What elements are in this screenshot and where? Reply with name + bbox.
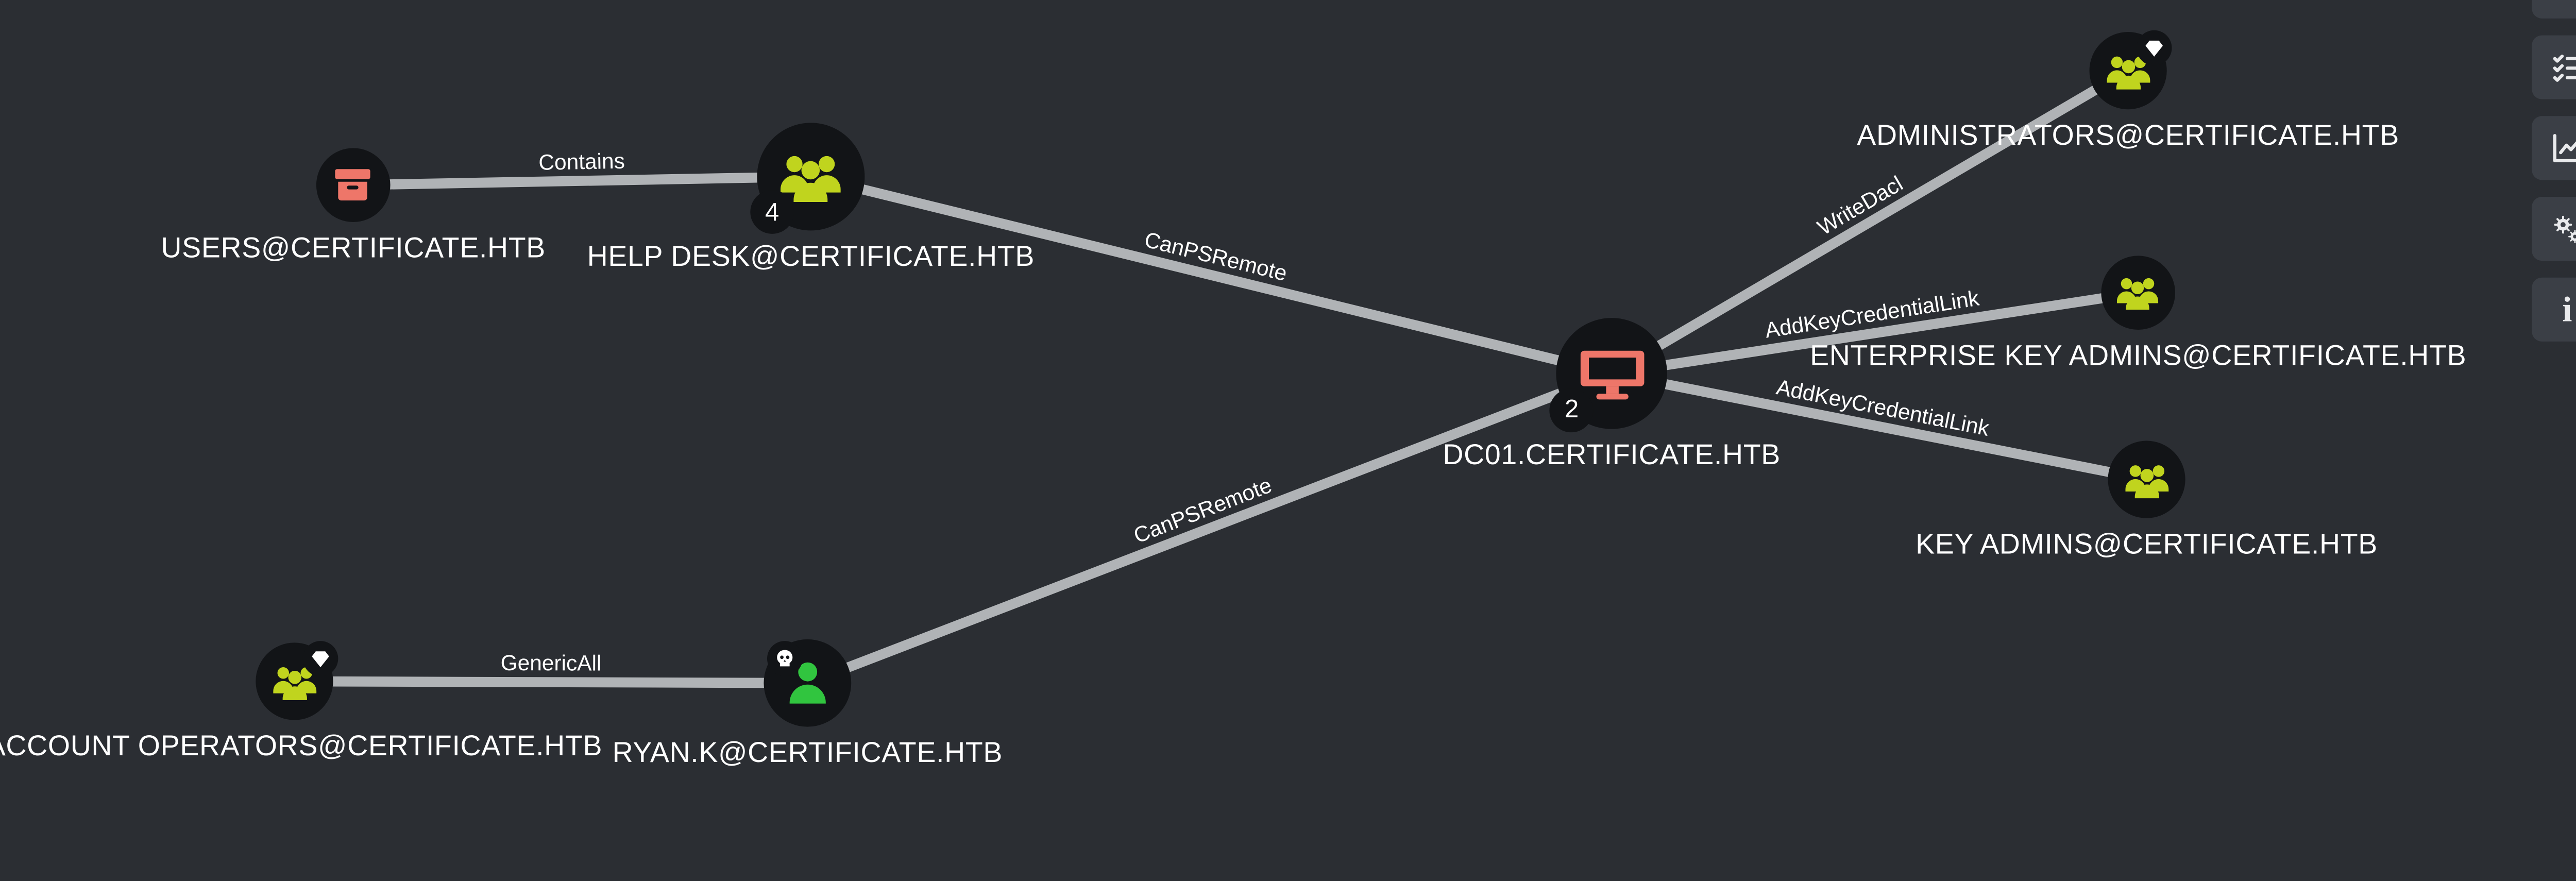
node-label: ENTERPRISE KEY ADMINS@CERTIFICATE.HTB: [1810, 340, 2467, 372]
node-label: DC01.CERTIFICATE.HTB: [1443, 439, 1781, 471]
node-count-badge: 4: [750, 190, 794, 234]
right-toolbar: i: [2532, 0, 2576, 342]
settings-button[interactable]: [2532, 197, 2576, 261]
node-label: RYAN.K@CERTIFICATE.HTB: [612, 737, 1003, 769]
node-label: KEY ADMINS@CERTIFICATE.HTB: [1916, 528, 2378, 561]
graph-edge-users-help-desk[interactable]: [348, 172, 816, 190]
container-icon: [316, 148, 391, 223]
group-icon: [2108, 440, 2185, 518]
info-button[interactable]: i: [2532, 277, 2576, 342]
edge-label[interactable]: Contains: [538, 149, 625, 175]
gears-icon: [2550, 211, 2576, 247]
info-icon: i: [2562, 289, 2572, 329]
node-label: ADMINISTRATORS@CERTIFICATE.HTB: [1857, 119, 2399, 151]
graph-edge-help-desk-dc01[interactable]: [806, 172, 1617, 379]
tier-zero-gem-icon: [303, 640, 338, 676]
graph-edge-ryan-k-dc01[interactable]: [802, 368, 1617, 688]
edge-label[interactable]: GenericAll: [501, 651, 602, 675]
checklist-button[interactable]: [2532, 35, 2576, 99]
graph-edge-dc01-administrators[interactable]: [1606, 65, 2133, 379]
node-count-badge: 2: [1550, 388, 1594, 432]
tier-zero-gem-icon: [2137, 29, 2172, 65]
checklist-icon: [2550, 49, 2576, 85]
graph-edge-dc01-key-admins[interactable]: [1606, 368, 2152, 485]
line-chart-icon: [2550, 130, 2576, 166]
group-icon: [2101, 256, 2176, 330]
graph-edge-dc01-enterprise-key-admins[interactable]: [1606, 287, 2143, 379]
owned-skull-icon: [767, 640, 803, 676]
graph-edge-account-operators-ryan-k[interactable]: [289, 676, 813, 688]
chart-button[interactable]: [2532, 116, 2576, 180]
partial-top-button[interactable]: [2532, 0, 2576, 19]
node-label: HELP DESK@CERTIFICATE.HTB: [587, 240, 1035, 273]
node-label: ACCOUNT OPERATORS@CERTIFICATE.HTB: [0, 730, 603, 763]
node-label: USERS@CERTIFICATE.HTB: [161, 232, 546, 264]
